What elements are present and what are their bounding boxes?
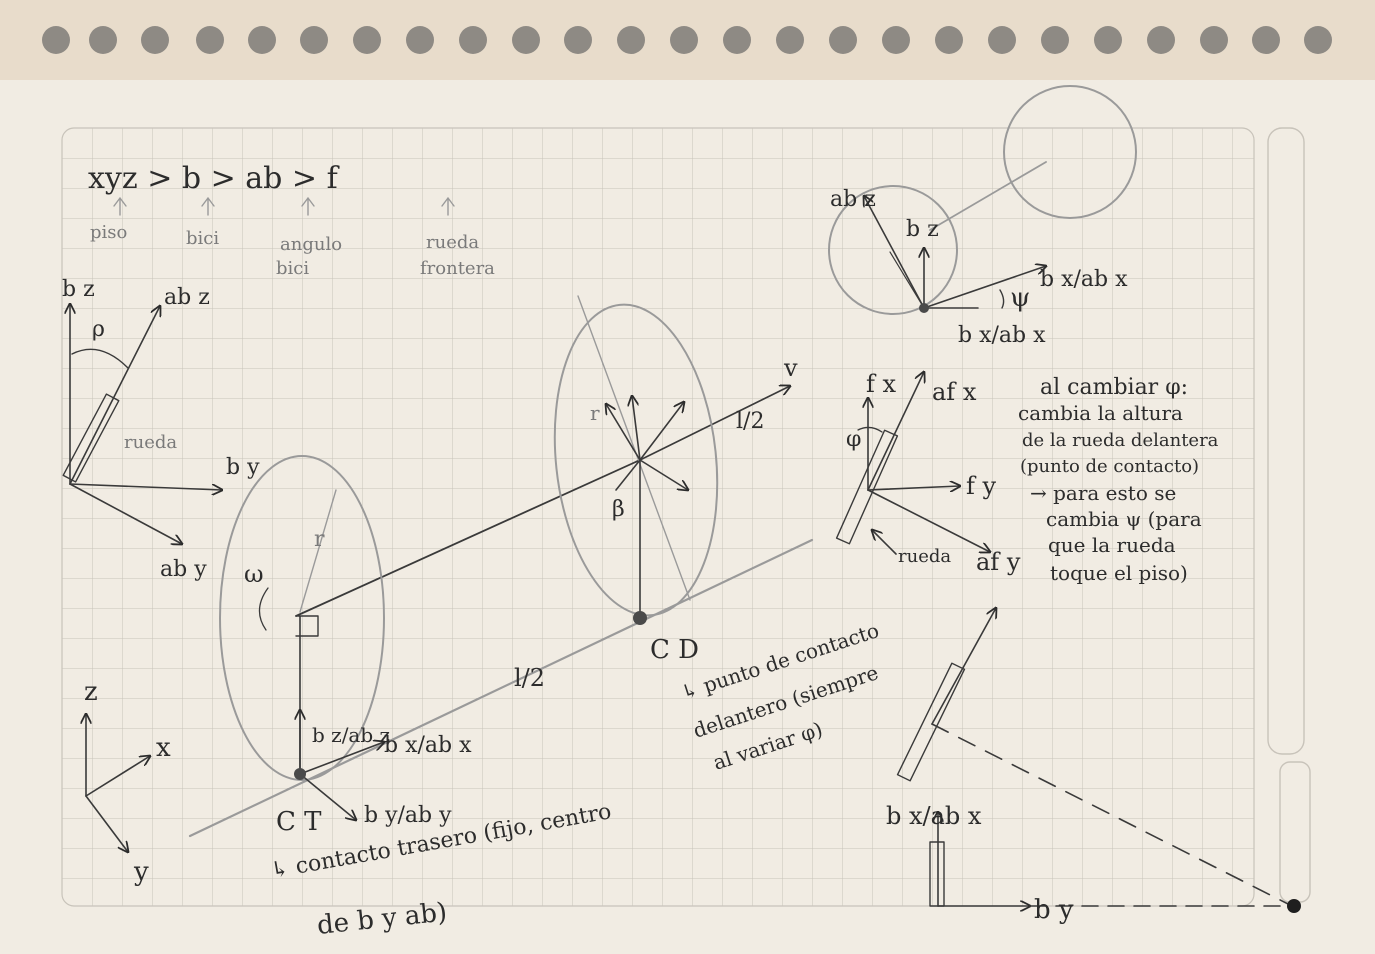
label-fy: f y: [966, 472, 997, 500]
label-abz: ab z: [164, 285, 210, 310]
svg-text:cambia la altura: cambia la altura: [1018, 401, 1183, 425]
label-bz-psi: b z: [906, 217, 939, 242]
label-fx: f x: [866, 370, 897, 398]
psi-wheel-diagram: ab z b z b x/ab x ψ b x/ab x: [828, 85, 1137, 348]
label-bz-abz: b z/ab z: [312, 723, 390, 747]
front-contact-point: [633, 611, 647, 625]
axis-label-x: x: [156, 733, 171, 763]
xyz-axes: z x y: [84, 677, 171, 887]
hierarchy-header: xyz > b > ab > f piso bici angulo bici r…: [88, 161, 495, 279]
axis-label-y: y: [133, 857, 149, 887]
label-omega: ω: [244, 560, 264, 588]
label-v: v: [783, 354, 798, 382]
label-r-front: r: [590, 401, 600, 425]
label-by-left: b y: [226, 455, 260, 480]
grid-area: [61, 127, 1255, 907]
label-by-aby: b y/ab y: [364, 803, 452, 828]
label-afy: af y: [976, 548, 1021, 576]
svg-text:cambia ψ (para: cambia ψ (para: [1046, 507, 1202, 531]
hier-label-bici-2: bici: [276, 258, 309, 279]
label-bx-bottom: b x/ab x: [886, 802, 982, 830]
rear-wheel: [219, 455, 385, 781]
label-psi: ψ: [1010, 283, 1030, 313]
svg-text:al cambiar φ:: al cambiar φ:: [1040, 375, 1188, 400]
label-phi: φ: [846, 427, 861, 452]
hier-label-bici: bici: [186, 228, 219, 249]
label-rueda-left: rueda: [124, 432, 177, 453]
label-bz: b z: [62, 277, 95, 302]
spiral-holes: [42, 26, 1332, 54]
rho-rotation-diagram: b z ab z ρ rueda b y ab y: [62, 277, 260, 582]
margin-box-top: [1267, 127, 1305, 755]
hier-label-angulo: angulo: [280, 234, 342, 255]
label-l-half-top: l/2: [736, 409, 764, 434]
hier-label-piso: piso: [90, 222, 127, 243]
label-abx-psi: b x/ab x: [1040, 267, 1128, 292]
bicycle-main-sketch: ω r b z/ab z b x/ab x b y/ab y C T l/2 v…: [188, 295, 814, 838]
label-by-bottom: b y: [1034, 895, 1074, 925]
label-abz-psi: ab z: [830, 187, 876, 212]
phi-wheel-diagram: f x af x φ f y rueda af y: [835, 370, 1021, 576]
label-bx-psi: b x/ab x: [958, 323, 1046, 348]
label-cd: C D: [650, 635, 699, 665]
label-beta: β: [612, 497, 625, 522]
svg-text:que la rueda: que la rueda: [1048, 533, 1176, 557]
hier-label-frontera: frontera: [420, 258, 495, 279]
label-l-half-bottom: l/2: [514, 664, 545, 692]
label-ct: C T: [276, 807, 322, 837]
label-rueda-right: rueda: [898, 546, 951, 567]
label-r-rear: r: [314, 527, 325, 552]
label-bx-abx: b x/ab x: [384, 733, 472, 758]
front-wheel: [553, 303, 719, 617]
note-cambio-phi: al cambiar φ: cambia la altura de la rue…: [1018, 375, 1219, 585]
axis-label-z: z: [84, 677, 98, 707]
label-afx: af x: [932, 378, 977, 406]
svg-text:(punto de contacto): (punto de contacto): [1020, 456, 1199, 477]
svg-text:→ para esto se: → para esto se: [1030, 481, 1176, 505]
projection-point: [1287, 899, 1301, 913]
rear-contact-point: [294, 768, 306, 780]
top-view-diagram: b x/ab x b y: [886, 608, 1301, 925]
hier-label-rueda: rueda: [426, 232, 479, 253]
hierarchy-text: xyz > b > ab > f: [88, 161, 340, 196]
svg-text:toque el piso): toque el piso): [1050, 561, 1188, 585]
label-aby: ab y: [160, 557, 207, 582]
label-rho: ρ: [92, 317, 105, 342]
svg-text:de la rueda delantera: de la rueda delantera: [1022, 430, 1219, 451]
